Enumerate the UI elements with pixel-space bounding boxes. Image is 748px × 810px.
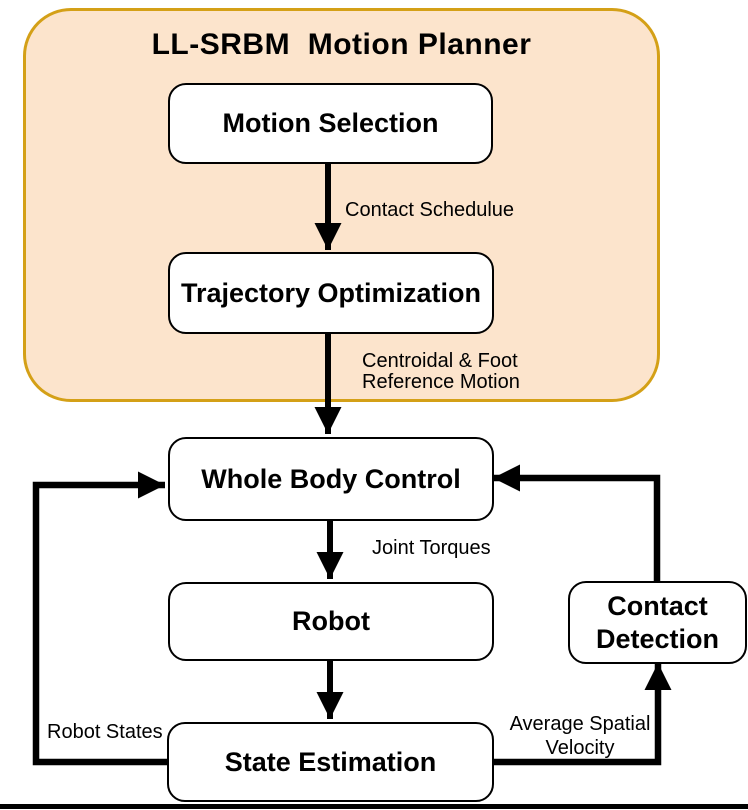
edge-label-contact-schedule: Contact Schedulue [345,199,515,221]
edge-label-joint-torques: Joint Torques [372,537,491,559]
node-contact-detection: Contact Detection [568,581,747,664]
arrow-state-estimation-to-contact-detection [488,663,672,766]
arrow-robot-states-feedback [32,471,170,766]
motion-planner-container [23,8,660,402]
node-robot: Robot [168,582,494,661]
node-trajectory-optimization: Trajectory Optimization [168,252,494,334]
edge-label-robot-states: Robot States [47,721,163,743]
edge-label-centroidal-reference-motion: Centroidal & Foot Reference Motion [362,350,520,393]
figure-bottom-rule [0,804,748,809]
arrow-contact-detection-to-wbc [493,464,661,581]
node-whole-body-control: Whole Body Control [168,437,494,521]
node-motion-selection: Motion Selection [168,83,493,164]
node-state-estimation: State Estimation [167,722,494,802]
edge-label-average-spatial-velocity: Average Spatial Velocity [509,713,651,759]
motion-planner-title: LL-SRBM Motion Planner [151,28,532,61]
